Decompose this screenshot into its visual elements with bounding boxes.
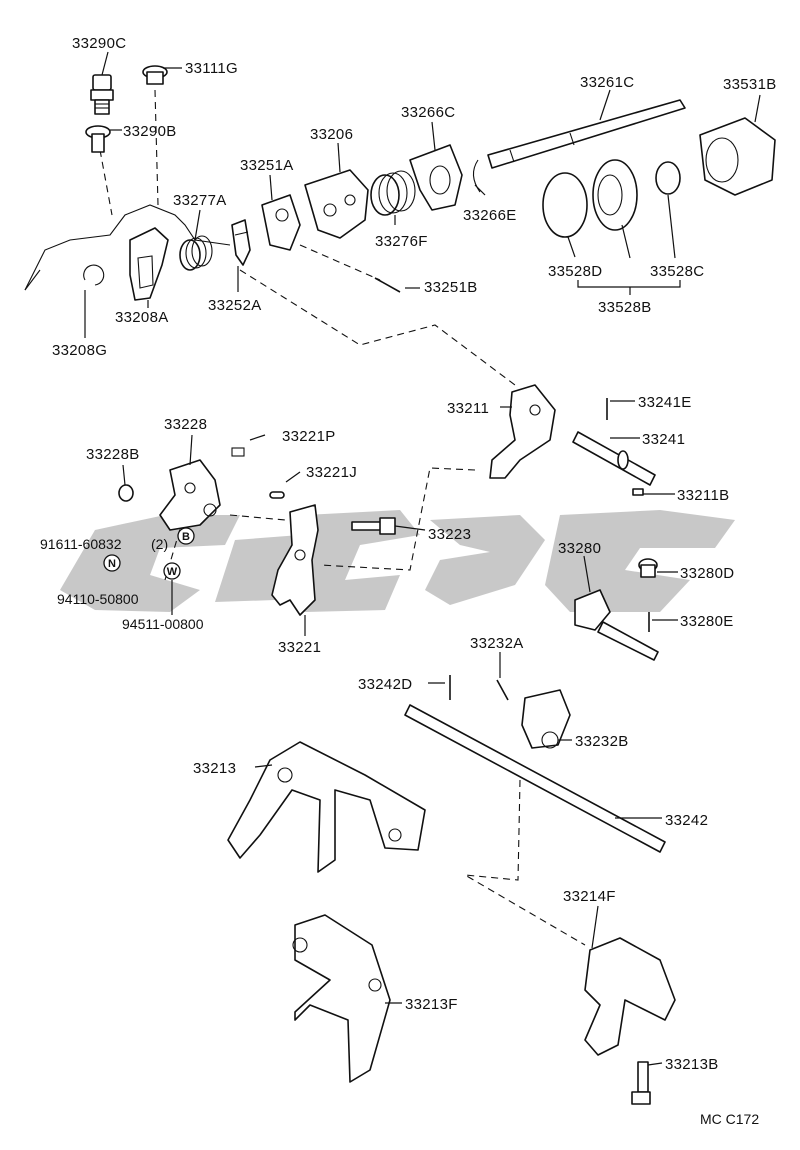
label-33280: 33280	[558, 540, 601, 557]
part-33531B	[699, 117, 776, 196]
label-94110-50800: 94110-50800	[57, 591, 139, 607]
part-33280D	[638, 558, 658, 578]
label-33290B: 33290B	[123, 123, 177, 140]
part-33211B	[632, 488, 644, 496]
part-33277A	[179, 235, 213, 271]
part-33228B	[118, 484, 134, 502]
svg-text:N: N	[108, 558, 116, 570]
label-33208A: 33208A	[115, 309, 169, 326]
part-33241	[572, 431, 656, 486]
label-33280D: 33280D	[680, 565, 734, 582]
diagram-reference-code: MC C172	[700, 1111, 759, 1127]
part-labels: 33290C 33111G 33290B 33261C 33531B 33266…	[40, 35, 777, 1127]
label-33261C: 33261C	[580, 74, 634, 91]
part-33213F	[292, 914, 391, 1083]
part-33213	[227, 741, 426, 873]
badge-w: W	[163, 562, 181, 580]
part-33221	[271, 504, 319, 616]
label-33251B: 33251B	[424, 279, 478, 296]
part-33208A	[129, 227, 169, 301]
part-33280	[574, 589, 659, 661]
part-33252A	[231, 219, 251, 266]
part-33266E	[472, 159, 481, 193]
label-33214F: 33214F	[563, 888, 616, 905]
label-33242: 33242	[665, 812, 708, 829]
label-33232B: 33232B	[575, 733, 629, 750]
label-33528B: 33528B	[598, 299, 652, 316]
part-33206	[304, 169, 369, 239]
part-33228	[159, 459, 221, 531]
label-33111G: 33111G	[185, 60, 238, 77]
label-33266C: 33266C	[401, 104, 455, 121]
label-33223: 33223	[428, 526, 471, 543]
part-33213B	[631, 1061, 651, 1105]
part-33528D	[542, 172, 588, 238]
part-33221P	[231, 447, 245, 457]
part-33261C	[487, 99, 686, 169]
part-33290B	[85, 125, 111, 153]
label-33277A: 33277A	[173, 192, 227, 209]
svg-text:B: B	[182, 531, 190, 543]
label-33242D: 33242D	[358, 676, 412, 693]
label-94511-00800: 94511-00800	[122, 616, 204, 632]
label-33232A: 33232A	[470, 635, 524, 652]
label-33221J: 33221J	[306, 464, 357, 481]
part-33528-seal	[592, 159, 681, 231]
part-33214F	[584, 937, 676, 1056]
part-33232B	[521, 689, 571, 749]
label-33528C: 33528C	[650, 263, 704, 280]
label-33531B: 33531B	[723, 76, 777, 93]
part-33266C	[409, 144, 463, 211]
label-33211B: 33211B	[677, 487, 729, 504]
label-33290C: 33290C	[72, 35, 126, 52]
label-91611-60832: 91611-60832	[40, 536, 122, 552]
label-33251A: 33251A	[240, 157, 294, 174]
part-33111G	[142, 65, 168, 85]
label-33528D: 33528D	[548, 263, 602, 280]
label-33213: 33213	[193, 760, 236, 777]
badge-n: N	[103, 554, 121, 572]
part-33276F	[370, 170, 416, 216]
label-33266E: 33266E	[463, 207, 517, 224]
watermark-logo	[60, 510, 735, 612]
label-33228: 33228	[164, 416, 207, 433]
part-33242	[404, 704, 666, 853]
label-33276F: 33276F	[375, 233, 428, 250]
svg-text:W: W	[167, 566, 178, 578]
label-33208G: 33208G	[52, 342, 107, 359]
label-33241: 33241	[642, 431, 685, 448]
part-33251A	[261, 194, 301, 251]
label-91611-qty: (2)	[151, 536, 168, 552]
label-33213B: 33213B	[665, 1056, 719, 1073]
label-33221: 33221	[278, 639, 321, 656]
leader-lines	[84, 51, 761, 1066]
label-33213F: 33213F	[405, 996, 458, 1013]
part-33232A	[496, 679, 509, 701]
label-33228B: 33228B	[86, 446, 140, 463]
label-33280E: 33280E	[680, 613, 734, 630]
part-33211	[489, 384, 556, 479]
part-33290C	[90, 74, 114, 115]
label-33211: 33211	[447, 400, 489, 417]
label-33241E: 33241E	[638, 394, 692, 411]
part-33208G	[83, 264, 105, 286]
part-33251B	[374, 277, 401, 293]
badge-b: B	[177, 527, 195, 545]
label-33252A: 33252A	[208, 297, 262, 314]
label-33221P: 33221P	[282, 428, 336, 445]
label-33206: 33206	[310, 126, 353, 143]
transmission-housing-fragment	[24, 204, 231, 291]
part-33221J	[269, 491, 285, 499]
